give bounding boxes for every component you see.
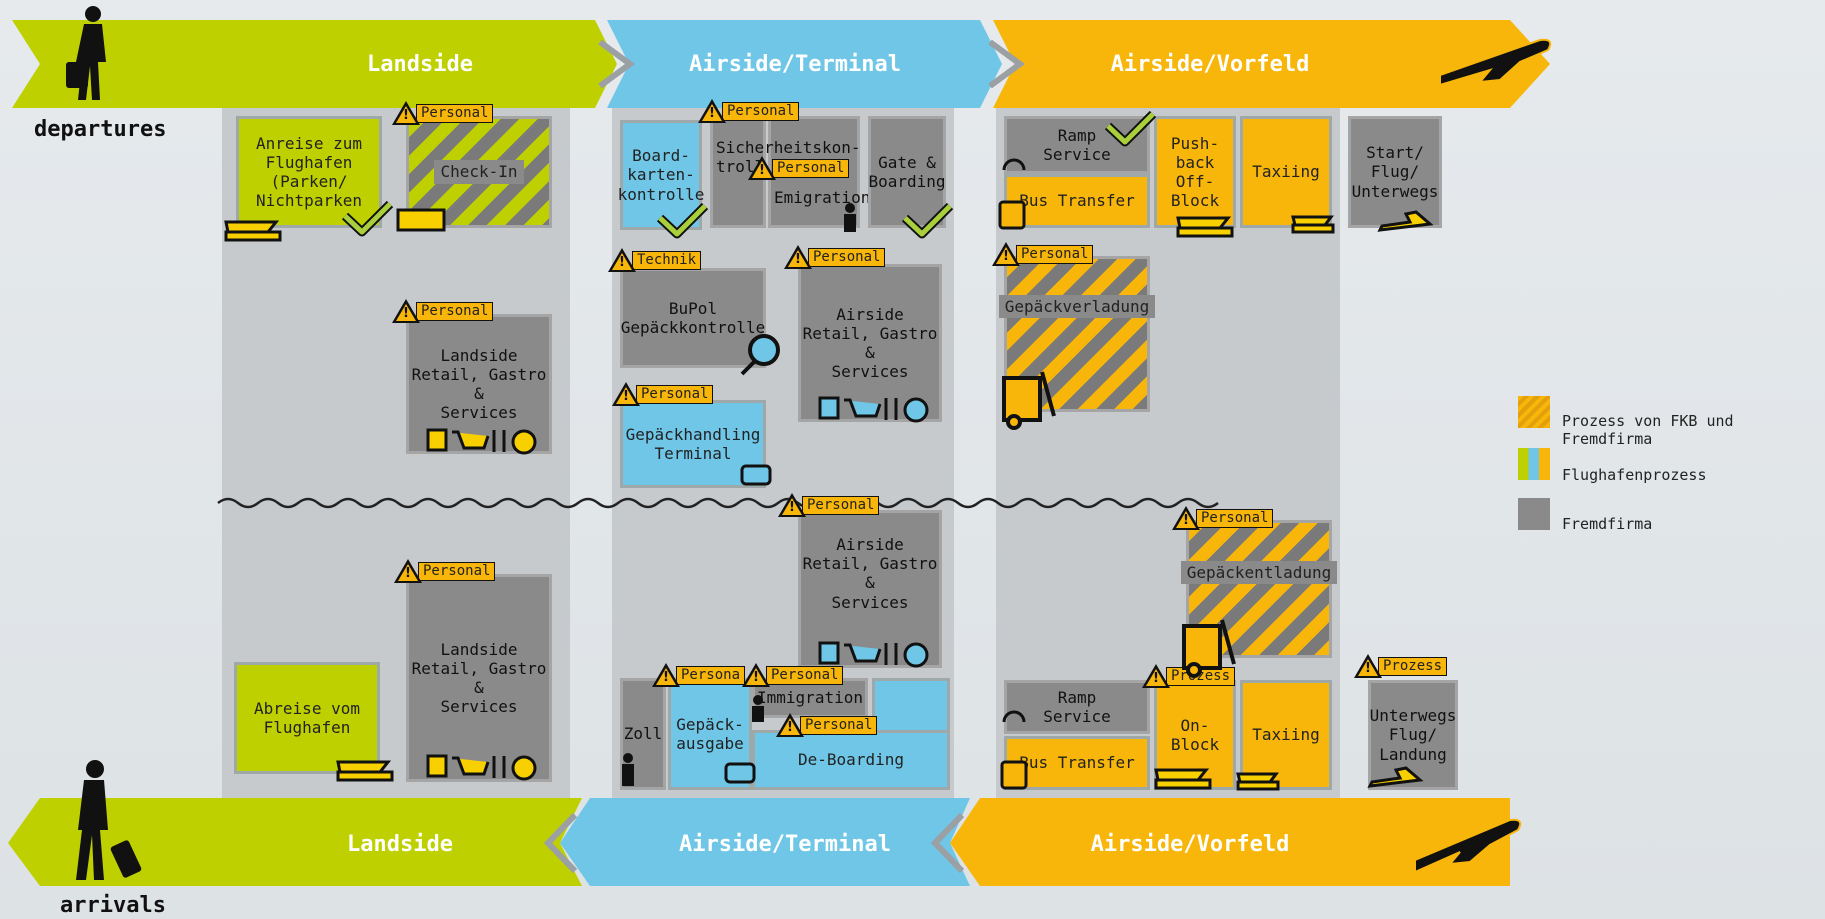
warning-icon — [748, 156, 776, 180]
warning-icon — [394, 559, 422, 583]
warn-unterwegs: Prozess — [1354, 654, 1448, 678]
emigration-label: Emigration — [774, 188, 871, 207]
forklift-icon — [1002, 371, 1236, 678]
warn-gepaeckhandling: Personal — [612, 382, 714, 406]
warn-deboarding: Personal — [776, 713, 878, 737]
arr-terminal-title: Airside/Terminal — [679, 831, 891, 857]
warn-gepaeckausgabe: Persona — [652, 663, 746, 687]
warn-airside-retail-dep: Personal — [784, 245, 886, 269]
gepaeckentladung-label: Gepäckentladung — [1180, 561, 1338, 585]
checkin-label: Check-In — [434, 160, 524, 184]
departures-label: departures — [34, 117, 167, 142]
warning-icon — [742, 663, 770, 687]
warn-landside-retail-arr: Personal — [394, 559, 496, 583]
warning-icon — [778, 493, 806, 517]
box-anreise: Anreise zum Flughafen (Parken/ Nichtpark… — [236, 116, 382, 228]
dep-landside-title: Landside — [367, 51, 473, 77]
arrivals-label: arrivals — [60, 893, 166, 918]
warning-icon — [784, 245, 812, 269]
box-taxiing-dep: Taxiing — [1240, 116, 1332, 228]
warning-icon — [392, 101, 420, 125]
box-taxiing-arr: Taxiing — [1240, 680, 1332, 790]
arr-chevron-2 — [930, 812, 965, 874]
box-bus-arr: Bus Transfer — [1004, 736, 1150, 790]
box-ramp-arr: Ramp Service — [1004, 680, 1150, 734]
legend-swatch-fremdfirma — [1518, 498, 1550, 530]
arrival-person-icon — [76, 760, 142, 880]
legend-text-fkb: Prozess von FKB und Fremdfirma — [1562, 412, 1734, 448]
warn-gepaeckentladung: Personal — [1172, 506, 1274, 530]
box-deboarding: De-Boarding — [752, 730, 950, 790]
bus-icon — [998, 200, 1028, 790]
warn-airside-retail-arr: Personal — [778, 493, 880, 517]
car-icon — [224, 215, 1335, 791]
dep-landside-arrow — [12, 20, 617, 108]
shopping-icons — [426, 396, 929, 781]
box-abreise: Abreise vom Flughafen — [234, 662, 380, 774]
warning-icon — [1172, 506, 1200, 530]
warning-icon — [992, 242, 1020, 266]
dep-vorfeld-arrow — [993, 20, 1550, 108]
box-bupol: BuPol Gepäckkontrolle — [620, 268, 766, 368]
warning-icon — [608, 248, 636, 272]
arr-landside-title: Landside — [347, 831, 453, 857]
departure-plane-icon — [1439, 38, 1552, 87]
gepaeckverladung-label: Gepäckverladung — [998, 295, 1156, 319]
legend-swatch-flughafen — [1518, 448, 1550, 480]
wave-separator — [217, 497, 1219, 509]
legend-swatch-fkb — [1518, 396, 1550, 428]
warn-gepaeckverladung: Personal — [992, 242, 1094, 266]
dep-terminal-arrow — [607, 20, 1002, 108]
dep-chevron-2 — [988, 39, 1026, 89]
box-airside-retail-dep: Airside Retail, Gastro & Services — [798, 264, 942, 422]
warning-icon — [698, 99, 726, 123]
warning-icon — [1142, 664, 1170, 688]
warning-icon — [612, 382, 640, 406]
dep-chevron-1 — [598, 39, 636, 89]
box-landside-retail-arr: Landside Retail, Gastro & Services — [406, 574, 552, 782]
dep-terminal-title: Airside/Terminal — [689, 51, 901, 77]
officer-icon — [622, 203, 856, 786]
box-pushback: Push- back Off- Block — [1154, 116, 1236, 228]
departure-person-icon — [66, 6, 106, 100]
box-gate: Gate & Boarding — [868, 116, 946, 228]
warn-sicherheit: Personal — [698, 99, 800, 123]
arr-vorfeld-title: Airside/Vorfeld — [1090, 831, 1290, 857]
warning-icon — [392, 299, 420, 323]
arrival-plane-icon — [1414, 818, 1522, 874]
warn-immigration: Personal — [742, 663, 844, 687]
headset-icon — [1002, 158, 1026, 723]
dep-vorfeld-title: Airside/Vorfeld — [1110, 51, 1310, 77]
warn-emigration: Personal — [748, 156, 850, 180]
luggage-icon — [724, 464, 772, 784]
legend-text-fremdfirma: Fremdfirma — [1562, 515, 1653, 533]
warn-onblock: Prozess — [1142, 664, 1236, 688]
box-gepaeckverladung: Gepäckverladung — [998, 256, 1156, 412]
small-plane-icon — [1367, 210, 1434, 788]
legend-text-flughafen: Flughafenprozess — [1562, 466, 1707, 484]
arr-chevron-1 — [543, 812, 578, 874]
ticket-icon — [396, 208, 446, 232]
warn-landside-retail-dep: Personal — [392, 299, 494, 323]
box-bus-dep: Bus Transfer — [1004, 174, 1150, 228]
box-boardkarten: Board- karten- kontrolle — [618, 120, 704, 230]
box-start: Start/ Flug/ Unterwegs — [1348, 116, 1442, 228]
arr-vorfeld-arrow — [950, 798, 1510, 886]
warning-icon — [776, 713, 804, 737]
warn-bupol: Technik — [608, 248, 702, 272]
warn-checkin: Personal — [392, 101, 494, 125]
arr-landside-arrow — [8, 798, 582, 886]
check-icon-fill — [343, 112, 1155, 237]
warning-icon — [652, 663, 680, 687]
magnifier-icon — [740, 334, 780, 376]
box-unterwegs: Unterwegs Flug/ Landung — [1368, 680, 1458, 790]
warning-icon — [1354, 654, 1382, 678]
arr-terminal-arrow — [560, 798, 970, 886]
